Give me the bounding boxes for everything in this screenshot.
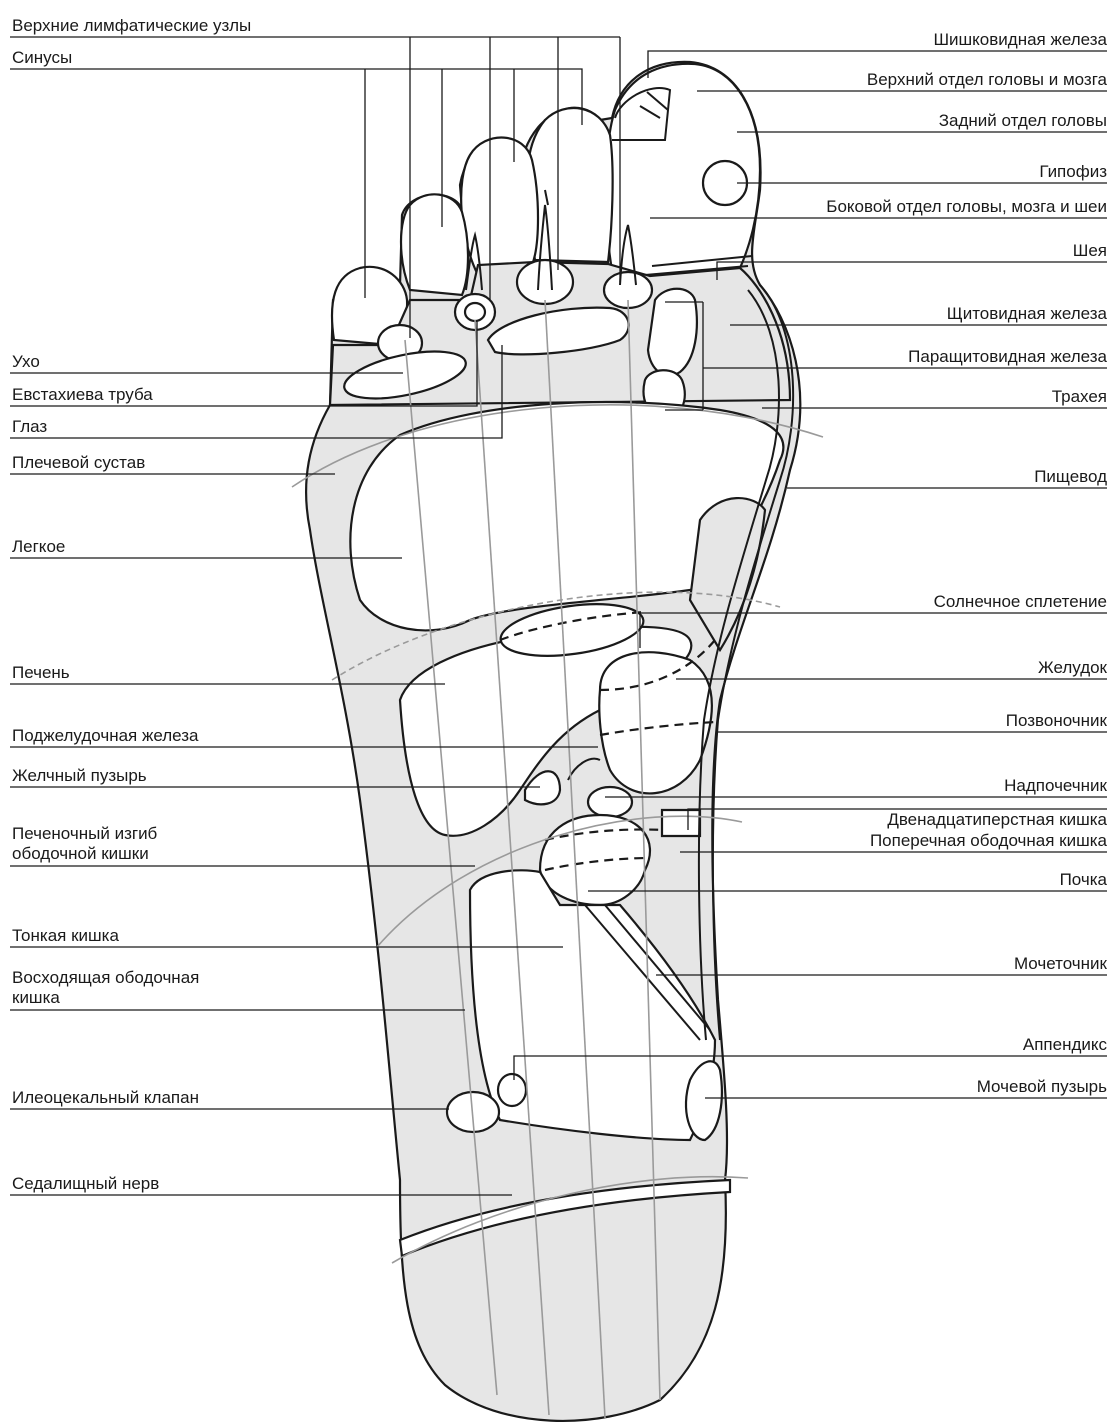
label-lung: Легкое xyxy=(12,537,65,556)
eye-ring-inner xyxy=(465,303,485,321)
label-small-intestine: Тонкая кишка xyxy=(12,926,119,945)
duodenum-zone xyxy=(662,810,700,836)
label-ascending-colon-1: Восходящая ободочная xyxy=(12,968,199,987)
right-labels: Шишковидная железа Верхний отдел головы … xyxy=(826,30,1107,1096)
label-back-of-head: Задний отдел головы xyxy=(939,111,1107,130)
label-pancreas: Поджелудочная железа xyxy=(12,726,199,745)
label-kidney: Почка xyxy=(1060,870,1108,889)
label-spine: Позвоночник xyxy=(1006,711,1108,730)
label-esophagus: Пищевод xyxy=(1034,467,1107,486)
label-thyroid: Щитовидная железа xyxy=(947,304,1108,323)
label-liver: Печень xyxy=(12,663,70,682)
fourth-toe xyxy=(401,194,468,295)
label-sciatic-nerve: Седалищный нерв xyxy=(12,1174,159,1193)
label-upper-head-brain: Верхний отдел головы и мозга xyxy=(867,70,1108,89)
third-toe xyxy=(461,138,538,275)
label-stomach: Желудок xyxy=(1038,658,1108,677)
label-eustachian-tube: Евстахиева труба xyxy=(12,385,153,404)
second-toe xyxy=(527,108,613,262)
label-appendix: Аппендикс xyxy=(1023,1035,1108,1054)
label-sinuses: Синусы xyxy=(12,48,72,67)
label-ear: Ухо xyxy=(12,352,40,371)
adrenal-zone xyxy=(588,787,632,817)
label-side-head-neck: Боковой отдел головы, мозга и шеи xyxy=(826,197,1107,216)
label-upper-lymph-nodes: Верхние лимфатические узлы xyxy=(12,16,251,35)
label-solar-plexus: Солнечное сплетение xyxy=(934,592,1107,611)
left-labels: Верхние лимфатические узлы Синусы Ухо Ев… xyxy=(12,16,251,1193)
appendix-zone xyxy=(498,1074,526,1106)
label-parathyroid: Паращитовидная железа xyxy=(908,347,1107,366)
label-shoulder-joint: Плечевой сустав xyxy=(12,453,145,472)
label-adrenal: Надпочечник xyxy=(1004,776,1107,795)
label-trachea: Трахея xyxy=(1052,387,1107,406)
label-ascending-colon-2: кишка xyxy=(12,988,60,1007)
label-bladder: Мочевой пузырь xyxy=(977,1077,1107,1096)
label-eye: Глаз xyxy=(12,417,47,436)
label-hepatic-flexure-2: ободочной кишки xyxy=(12,844,149,863)
label-neck: Шея xyxy=(1073,241,1107,260)
label-pituitary: Гипофиз xyxy=(1039,162,1107,181)
label-gallbladder: Желчный пузырь xyxy=(12,766,147,785)
label-transverse-colon: Поперечная ободочная кишка xyxy=(870,831,1108,850)
label-hepatic-flexure-1: Печеночный изгиб xyxy=(12,824,158,843)
label-duodenum: Двенадцатиперстная кишка xyxy=(887,810,1107,829)
label-ileocecal-valve: Илеоцекальный клапан xyxy=(12,1088,199,1107)
sinus-3 xyxy=(517,260,573,304)
label-pineal-gland: Шишковидная железа xyxy=(933,30,1107,49)
label-ureter: Мочеточник xyxy=(1014,954,1108,973)
